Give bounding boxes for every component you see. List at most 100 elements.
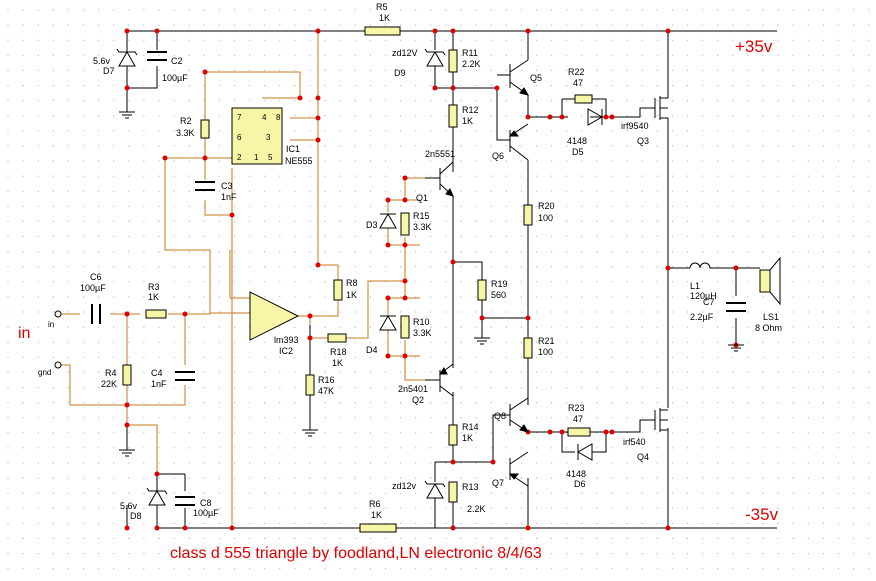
resistor-R22 xyxy=(574,94,593,104)
junction-dot xyxy=(609,114,615,120)
zener-D8 xyxy=(146,487,168,506)
label-q2-ref: 2n5401 xyxy=(398,384,428,394)
ic-pin-number: 3 xyxy=(266,133,271,142)
label-c3-value: 1nF xyxy=(221,192,237,202)
label-r10-ref: R10 xyxy=(413,317,430,327)
label-r5-value: 1K xyxy=(379,13,390,23)
diode-D3 xyxy=(379,212,397,229)
label-c3-ref: C3 xyxy=(221,181,233,191)
label-l1-ref: L1 xyxy=(690,281,700,291)
label-r21-ref: R21 xyxy=(538,336,555,346)
diode-D6 xyxy=(576,443,593,461)
label-d7-value: D7 xyxy=(103,66,115,76)
ic-pin-number: 2 xyxy=(237,153,242,162)
resistor-R4 xyxy=(122,364,132,386)
label-r16-ref: R16 xyxy=(318,375,335,385)
zener-D10 xyxy=(424,480,446,499)
label-d7-ref: 5.6v xyxy=(93,56,111,66)
label-r20-ref: R20 xyxy=(538,201,555,211)
label-r22-ref: R22 xyxy=(568,67,585,77)
junction-dot xyxy=(315,115,321,121)
junction-dot xyxy=(490,459,496,465)
resistor-R16 xyxy=(305,374,315,396)
label-q3-ref: irf9540 xyxy=(621,121,649,131)
diode-D4 xyxy=(379,314,397,331)
label-r8-ref: R8 xyxy=(346,278,358,288)
input-terminal[interactable] xyxy=(54,310,62,318)
label-r4-ref: R4 xyxy=(105,368,117,378)
zener-D9 xyxy=(424,48,446,67)
label-q6-ref: Q6 xyxy=(492,151,504,161)
input-terminal-label: in xyxy=(48,320,54,329)
ic-pin-number: 4 xyxy=(262,113,267,122)
label-q4-value: Q4 xyxy=(637,452,649,462)
label-q3-value: Q3 xyxy=(637,136,649,146)
label-r14-value: 1K xyxy=(462,433,473,443)
junction-dot xyxy=(665,28,671,34)
label-r12-ref: R12 xyxy=(462,105,479,115)
junction-dot xyxy=(385,197,391,203)
capacitor-C8 xyxy=(175,496,195,506)
label-r13-ref: R13 xyxy=(462,482,479,492)
bjt-Q8 xyxy=(509,397,530,433)
ground-icon xyxy=(474,337,490,345)
label-d3-ref: D3 xyxy=(366,220,378,230)
ic-pin-number: 5 xyxy=(268,153,273,162)
capacitor-C2 xyxy=(147,51,167,61)
capacitor-C3 xyxy=(195,181,215,191)
wires-black xyxy=(126,30,777,529)
junction-dot xyxy=(609,429,615,435)
resistor-R6 xyxy=(359,523,397,533)
label-r2-ref: R2 xyxy=(180,116,192,126)
junction-dot xyxy=(154,525,160,531)
ground-icon xyxy=(119,449,135,457)
junction-dot xyxy=(229,212,235,218)
label-r15-ref: R15 xyxy=(413,211,430,221)
input-label-red: in xyxy=(18,325,30,342)
junction-dot xyxy=(559,429,565,435)
rail-positive-label: +35v xyxy=(735,37,773,56)
ground-symbols xyxy=(119,111,744,457)
junction-dot xyxy=(124,28,130,34)
resistor-R10 xyxy=(400,315,410,339)
junction-dot xyxy=(432,85,438,91)
speaker-ls1 xyxy=(759,269,771,293)
label-r19-ref: R19 xyxy=(491,279,508,289)
junction-dot xyxy=(162,155,168,161)
label-ic1-value: NE555 xyxy=(285,156,313,166)
label-d4-ref: D4 xyxy=(366,345,378,355)
ground-icon xyxy=(119,111,135,119)
ic-pin-number: 1 xyxy=(254,153,259,162)
label-ls1-ref: LS1 xyxy=(763,312,779,322)
label-d6-value: D6 xyxy=(574,479,586,489)
label-r12-value: 1K xyxy=(462,116,473,126)
label-ls1-value: 8 Ohm xyxy=(755,323,782,333)
junction-dot xyxy=(402,197,408,203)
junction-dot xyxy=(297,95,303,101)
junction-dot xyxy=(307,313,313,319)
junction-dot xyxy=(665,265,671,271)
label-q1-value: Q1 xyxy=(416,193,428,203)
capacitor-C6 xyxy=(91,304,101,324)
label-r19-value: 560 xyxy=(491,290,506,300)
mosfet-Q3 xyxy=(654,96,668,120)
resistor-R23 xyxy=(567,427,591,437)
dot-grid xyxy=(7,9,870,570)
label-r6-ref: R6 xyxy=(369,499,381,509)
label-c4-ref: C4 xyxy=(151,368,163,378)
label-d6-ref: 4148 xyxy=(566,469,586,479)
resistor-R13 xyxy=(448,481,458,503)
label-r10-value: 3.3K xyxy=(413,328,432,338)
bjt-Q6 xyxy=(508,123,529,161)
junction-dot xyxy=(229,525,235,531)
junction-dot xyxy=(547,114,553,120)
junction-dot xyxy=(450,259,456,265)
label-ic2-ref: lm393 xyxy=(274,335,299,345)
resistor-R18 xyxy=(327,333,347,343)
label-r14-ref: R14 xyxy=(462,422,479,432)
ground-terminal[interactable] xyxy=(54,361,62,369)
junction-dot xyxy=(547,429,553,435)
bjt-Q5 xyxy=(509,59,530,96)
label-r18-value: 1K xyxy=(332,358,343,368)
